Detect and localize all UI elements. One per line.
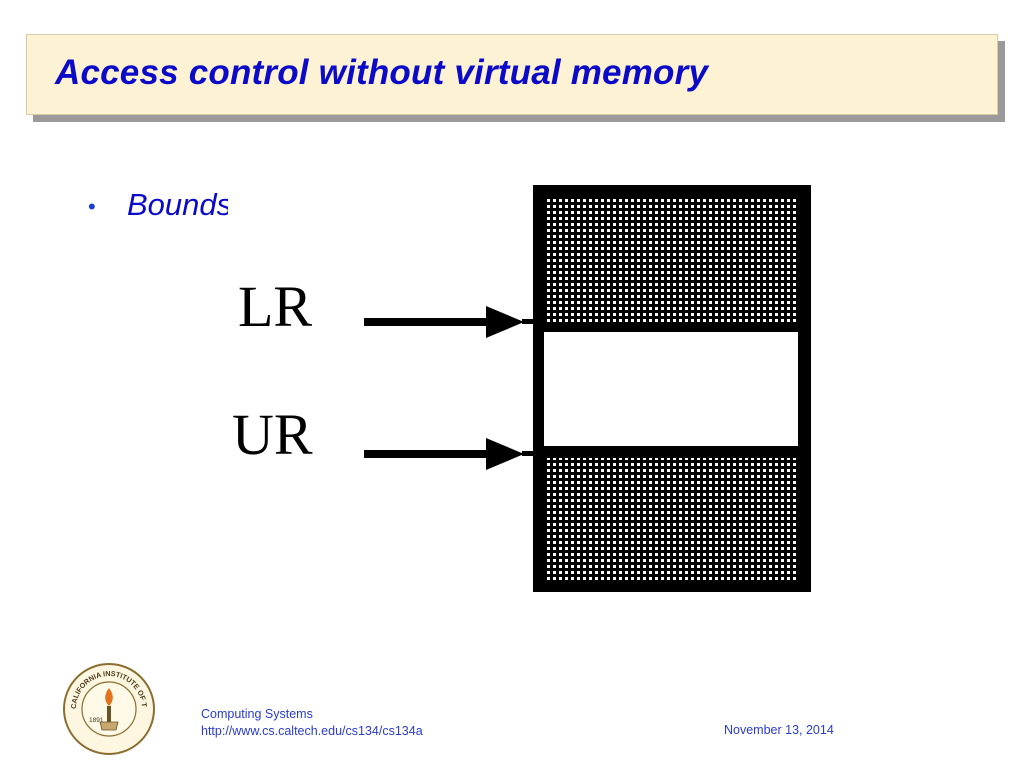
bullet-text: Bounds <box>127 187 229 222</box>
title-box: Access control without virtual memory <box>26 34 998 115</box>
slide-title: Access control without virtual memory <box>55 53 709 92</box>
bullet-icon: • <box>88 194 96 219</box>
lower-register-label: LR <box>238 274 312 339</box>
memory-region-below-bounds <box>544 198 798 322</box>
upper-register-arrow <box>364 438 536 470</box>
bounds-register-diagram: LR UR <box>228 180 828 600</box>
footer-url[interactable]: http://www.cs.caltech.edu/cs134/cs134a <box>201 724 423 738</box>
footer-course-info: Computing Systems http://www.cs.caltech.… <box>201 706 423 740</box>
memory-region-above-bounds <box>544 458 798 580</box>
footer-course: Computing Systems <box>201 707 313 721</box>
caltech-seal-icon: CALIFORNIA INSTITUTE OF TECHNOLOGY 1891 <box>62 662 155 755</box>
footer-date: November 13, 2014 <box>724 723 834 737</box>
seal-year: 1891 <box>89 717 104 724</box>
memory-column <box>533 185 811 592</box>
memory-region-accessible <box>544 332 798 446</box>
lower-register-arrow <box>364 306 536 338</box>
upper-register-label: UR <box>232 402 313 467</box>
